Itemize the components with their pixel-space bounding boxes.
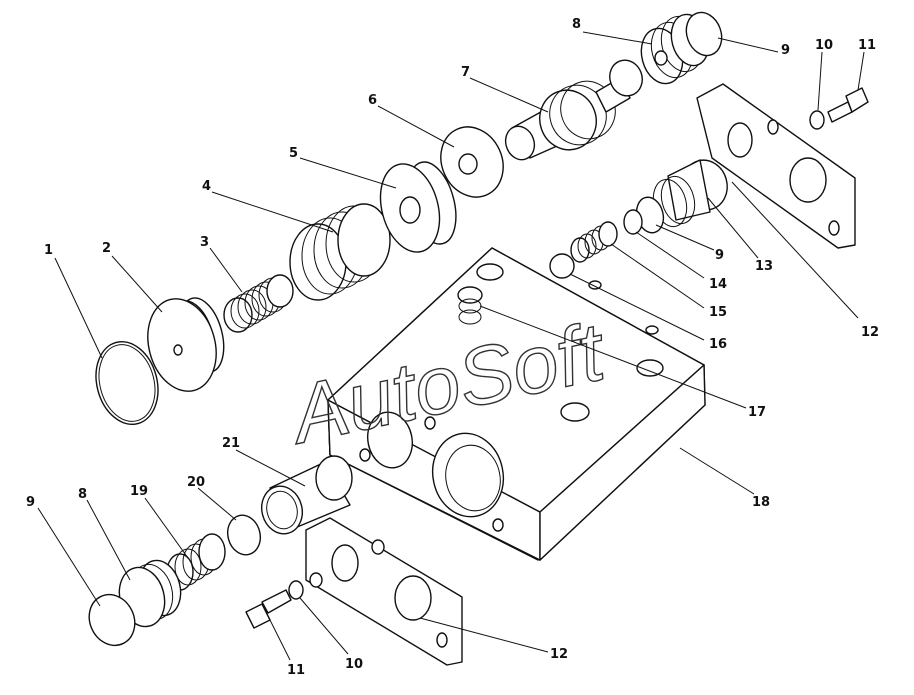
callout-4: 4 — [202, 179, 211, 194]
callout-17: 17 — [748, 405, 766, 420]
part-12-cover-plate-top — [696, 83, 856, 249]
part-14-washer — [623, 209, 643, 235]
callout-6: 6 — [368, 93, 377, 108]
callout-8-top: 8 — [572, 17, 581, 32]
part-10-washer-top — [809, 110, 825, 130]
callout-1: 1 — [44, 243, 53, 258]
callout-9-bottom: 9 — [26, 495, 35, 510]
callout-12-bottom: 12 — [550, 647, 568, 662]
callout-16: 16 — [709, 337, 727, 352]
part-17-insert — [457, 286, 483, 325]
callout-10-bottom: 10 — [345, 657, 363, 672]
callout-9-top: 9 — [781, 43, 790, 58]
part-3-spring — [223, 274, 294, 333]
part-21-sleeve — [261, 455, 353, 535]
part-10-washer-bottom — [288, 580, 304, 600]
callout-11-top: 11 — [858, 38, 876, 53]
callout-9-middle: 9 — [715, 248, 724, 263]
callout-12-top: 12 — [861, 325, 879, 340]
callout-15: 15 — [709, 305, 727, 320]
callout-3: 3 — [200, 235, 209, 250]
part-16-ball — [549, 253, 575, 279]
part-6-washer — [440, 126, 504, 198]
part-15-spring — [570, 221, 618, 263]
part-9-ring-top — [685, 11, 723, 57]
callout-14: 14 — [709, 277, 727, 292]
part-4-large-spring — [289, 203, 391, 301]
part-1-o-ring-inner — [98, 344, 156, 422]
callout-labels: 1 2 3 4 5 6 7 8 9 10 11 12 13 9 14 15 16… — [26, 17, 879, 678]
part-11-bolt-top — [827, 87, 869, 123]
callout-21: 21 — [222, 436, 240, 451]
part-9-ring-bottom — [88, 593, 136, 647]
leader-lines — [37, 31, 865, 661]
callout-8-bottom: 8 — [78, 487, 87, 502]
callout-10-top: 10 — [815, 38, 833, 53]
part-7-spool — [504, 59, 643, 161]
part-11-bolt-bottom — [245, 589, 292, 629]
part-13-sleeve — [652, 159, 728, 228]
callout-7: 7 — [461, 65, 470, 80]
part-1-o-ring — [95, 340, 159, 426]
part-12-cover-plate-bottom — [305, 517, 463, 666]
part-20-disc — [227, 514, 261, 556]
callout-18: 18 — [752, 495, 770, 510]
callout-5: 5 — [289, 146, 298, 161]
callout-13: 13 — [755, 259, 773, 274]
callout-2: 2 — [102, 241, 111, 256]
part-5-spring-seat — [379, 161, 457, 253]
callout-20: 20 — [187, 475, 205, 490]
part-18-valve-body — [327, 247, 706, 561]
callout-19: 19 — [130, 484, 148, 499]
callout-11-bottom: 11 — [287, 663, 305, 678]
part-2-cover-plug — [147, 297, 225, 392]
